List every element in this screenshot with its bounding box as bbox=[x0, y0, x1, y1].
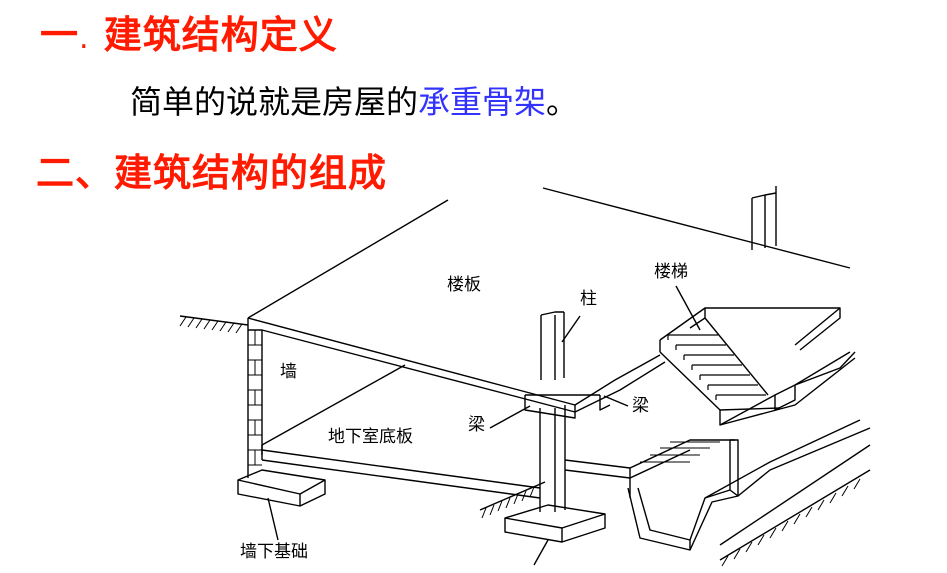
diagram-lines bbox=[179, 186, 871, 567]
heading-1-text: 建筑结构定义 bbox=[103, 13, 338, 57]
section-heading-2: 二、建筑结构的组成 bbox=[36, 151, 388, 195]
definition-line: 简单的说就是房屋的承重骨架。 bbox=[130, 77, 578, 123]
label-column: 柱 bbox=[580, 289, 597, 309]
definition-suffix: 。 bbox=[546, 83, 579, 121]
label-stairs: 楼梯 bbox=[654, 262, 688, 282]
label-floor-slab: 楼板 bbox=[447, 275, 481, 295]
heading-1-separator: . bbox=[79, 21, 90, 56]
label-beam-right: 梁 bbox=[632, 396, 649, 416]
definition-prefix: 简单的说就是房屋的 bbox=[130, 83, 419, 121]
heading-1-number: 一 bbox=[40, 13, 80, 57]
label-basement-slab: 地下室底板 bbox=[328, 427, 413, 447]
section-heading-1: 一. 建筑结构定义 bbox=[40, 4, 338, 59]
label-beam-left: 梁 bbox=[468, 415, 485, 435]
definition-highlight: 承重骨架 bbox=[418, 83, 547, 121]
label-wall: 墙 bbox=[280, 362, 297, 382]
label-wall-foundation: 墙下基础 bbox=[240, 542, 308, 562]
